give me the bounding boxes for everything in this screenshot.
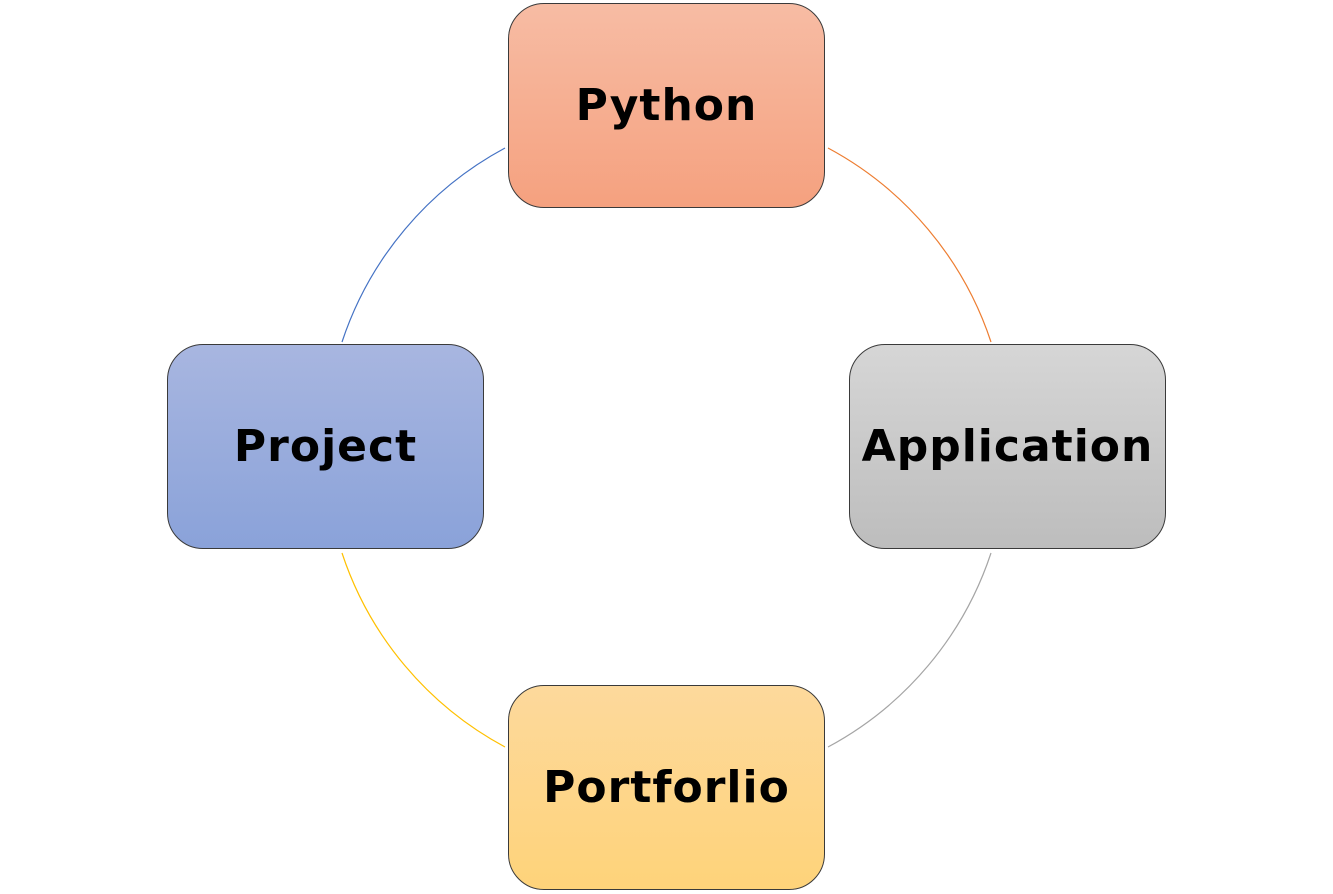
portfolio-node: Portforlio <box>508 685 825 890</box>
python-node: Python <box>508 3 825 208</box>
connector-project-python <box>341 147 506 343</box>
connector-python-application <box>827 147 992 343</box>
connector-portfolio-project <box>341 552 506 748</box>
python-label: Python <box>575 80 758 131</box>
portfolio-label: Portforlio <box>543 762 790 813</box>
application-label: Application <box>861 421 1154 472</box>
project-node: Project <box>167 344 484 549</box>
connector-application-portfolio <box>827 552 992 748</box>
project-label: Project <box>233 421 418 472</box>
application-node: Application <box>849 344 1166 549</box>
